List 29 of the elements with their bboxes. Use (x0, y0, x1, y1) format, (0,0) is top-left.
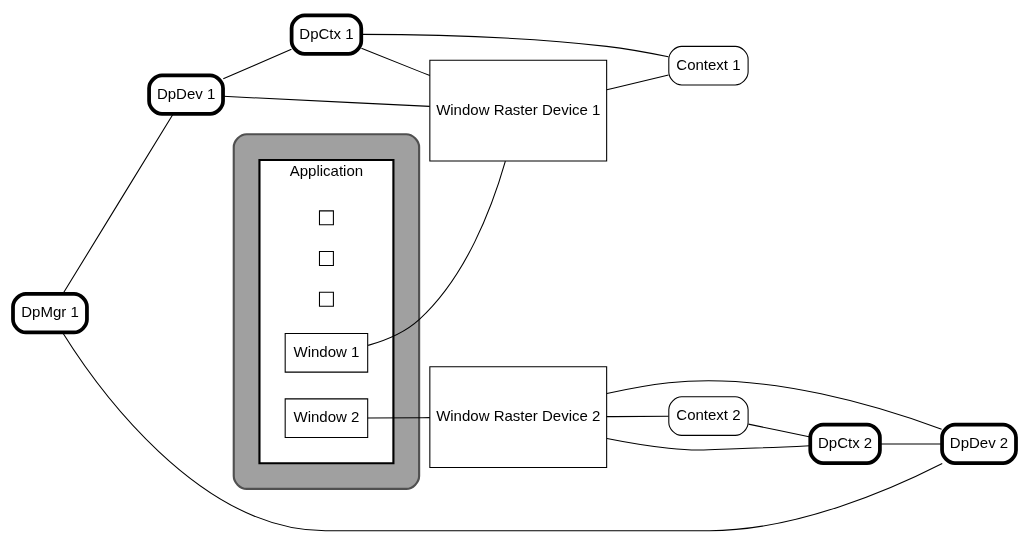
connector (606, 415, 670, 418)
node-box: DpMgr 1 (11, 292, 89, 335)
connector (222, 48, 292, 80)
connector (367, 160, 506, 346)
connector (606, 437, 811, 451)
connector (62, 113, 174, 295)
node-box: DpCtx 1 (289, 13, 364, 56)
connector (879, 443, 943, 445)
connector (606, 380, 943, 430)
node-box: DpCtx 2 (808, 422, 882, 466)
connector (747, 423, 811, 438)
node-box: DpDev 1 (147, 73, 225, 116)
connector (361, 33, 669, 58)
node-box (318, 210, 334, 226)
node-box: Window Raster Device 1 (429, 59, 608, 162)
node-box: Context 1 (668, 45, 749, 86)
connector (62, 331, 943, 532)
node-box: Window 2 (284, 398, 369, 439)
node-box: DpDev 2 (940, 422, 1018, 466)
node-box: Window 1 (284, 333, 369, 373)
cluster (232, 133, 421, 490)
node-box (318, 251, 334, 267)
connector (367, 417, 431, 419)
node-box: Context 2 (668, 396, 749, 436)
connector (360, 47, 431, 77)
node-box (318, 291, 334, 307)
connector (606, 74, 670, 91)
node-box: Window Raster Device 2 (429, 366, 608, 469)
connector (222, 95, 431, 107)
